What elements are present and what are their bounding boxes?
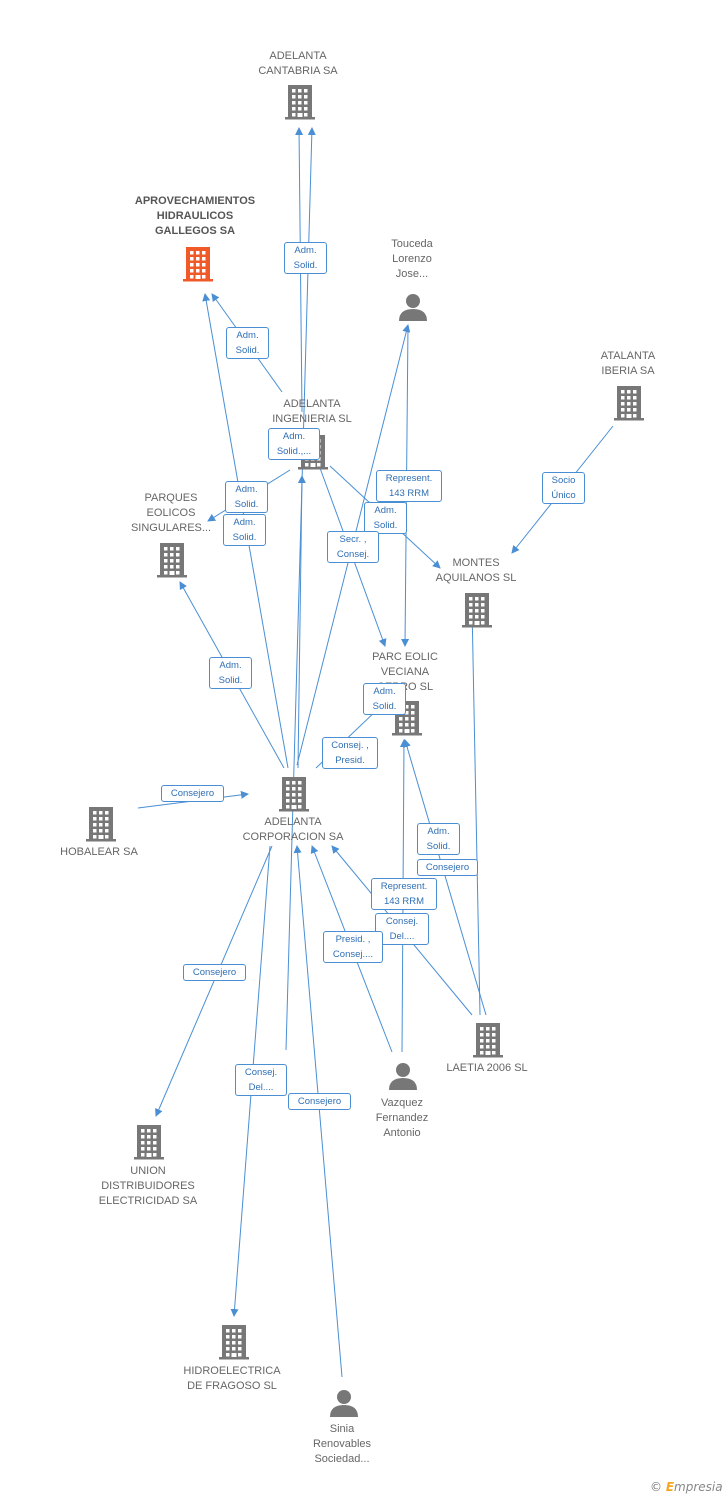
edge-role-label[interactable]: Consejero <box>183 964 246 981</box>
node-label-aprovech[interactable]: APROVECHAMIENTOS HIDRAULICOS GALLEGOS SA <box>134 195 256 237</box>
edge-role-label[interactable]: Consej. Del.... <box>375 913 429 945</box>
building-icon <box>279 777 309 812</box>
copyright-symbol: © <box>650 1480 662 1494</box>
relation-edge <box>297 475 306 769</box>
edge-role-label[interactable]: Socio Único <box>542 472 585 504</box>
building-icon <box>183 247 213 282</box>
brand-name: mpresia <box>674 1480 723 1494</box>
building-icon <box>462 593 492 628</box>
node-label-sinia[interactable]: Sinia Renovables Sociedad... <box>312 1423 372 1465</box>
edge-role-label[interactable]: Consejero <box>417 859 478 876</box>
edge-role-label[interactable]: Adm. Solid.,... <box>268 428 320 460</box>
edge-role-label[interactable]: Adm. Solid. <box>284 242 327 274</box>
edge-role-label[interactable]: Consej. Del.... <box>235 1064 287 1096</box>
node-label-hobalear[interactable]: HOBALEAR SA <box>60 846 138 858</box>
building-icon <box>134 1125 164 1160</box>
relation-edge <box>403 739 487 1016</box>
node-label-laetia[interactable]: LAETIA 2006 SL <box>446 1062 528 1074</box>
node-label-cantabria[interactable]: ADELANTA CANTABRIA SA <box>258 50 338 77</box>
edge-role-label[interactable]: Adm. Solid. <box>209 657 252 689</box>
edge-role-label[interactable]: Presid. , Consej.... <box>323 931 383 963</box>
node-label-ingenieria[interactable]: ADELANTA INGENIERIA SL <box>272 398 352 425</box>
node-label-vazquez[interactable]: Vazquez Fernandez Antonio <box>375 1097 429 1139</box>
brand-initial: E <box>665 1480 675 1494</box>
edge-role-label[interactable]: Adm. Solid. <box>363 683 406 715</box>
node-label-corporacion[interactable]: ADELANTA CORPORACION SA <box>242 816 344 843</box>
person-icon <box>389 1063 417 1090</box>
node-label-parques[interactable]: PARQUES EOLICOS SINGULARES... <box>130 492 212 534</box>
relation-edge <box>293 845 343 1378</box>
building-icon <box>614 386 644 421</box>
person-icon <box>330 1390 358 1417</box>
edge-role-label[interactable]: Secr. , Consej. <box>327 531 379 563</box>
node-label-union[interactable]: UNION DISTRIBUIDORES ELECTRICIDAD SA <box>98 1165 198 1207</box>
edge-role-label[interactable]: Adm. Solid. <box>226 327 269 359</box>
node-label-montes[interactable]: MONTES AQUILANOS SL <box>435 557 517 584</box>
node-label-atalanta[interactable]: ATALANTA IBERIA SA <box>600 350 656 377</box>
edge-role-label[interactable]: Adm. Solid. <box>417 823 460 855</box>
edge-role-label[interactable]: Adm. Solid. <box>225 481 268 513</box>
relation-edge <box>468 606 481 1016</box>
building-icon <box>86 807 116 842</box>
node-label-hidro[interactable]: HIDROELECTRICA DE FRAGOSO SL <box>183 1365 281 1392</box>
relation-edge <box>285 127 316 1051</box>
edge-role-label[interactable]: Consejero <box>161 785 224 802</box>
footer-brand: © Empresia <box>650 1480 723 1494</box>
node-label-touceda[interactable]: Touceda Lorenzo Jose... <box>391 238 433 280</box>
edge-role-label[interactable]: Consejero <box>288 1093 351 1110</box>
relation-edge <box>155 845 273 1117</box>
edge-role-label[interactable]: Adm. Solid. <box>364 502 407 534</box>
edge-role-label[interactable]: Represent. 143 RRM <box>376 470 442 502</box>
edge-role-label[interactable]: Consej. , Presid. <box>322 737 378 769</box>
edge-role-label[interactable]: Represent. 143 RRM <box>371 878 437 910</box>
building-icon <box>157 543 187 578</box>
building-icon <box>285 85 315 120</box>
person-icon <box>399 294 427 321</box>
building-icon <box>473 1023 503 1058</box>
building-icon <box>219 1325 249 1360</box>
edge-role-label[interactable]: Adm. Solid. <box>223 514 266 546</box>
